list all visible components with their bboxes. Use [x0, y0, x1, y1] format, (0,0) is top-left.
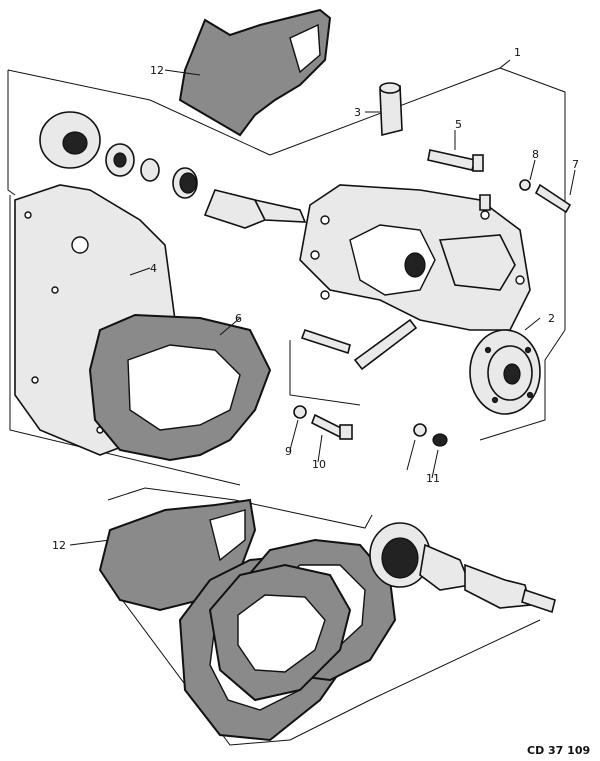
callout-7: 7: [572, 158, 579, 171]
callout-11: 11: [426, 472, 440, 485]
top-gasket-window: [289, 23, 321, 74]
drawing-code: CD 37 109: [527, 744, 590, 757]
callout-10: 10: [312, 458, 326, 471]
callout-8: 8: [532, 148, 539, 161]
callout-6: 6: [235, 312, 242, 325]
callout-5: 5: [455, 118, 462, 131]
callout-2: 2: [548, 312, 555, 325]
callout-4: 4: [150, 262, 157, 275]
callout-3: 3: [354, 106, 361, 119]
middle-gasket-opening: [127, 344, 241, 431]
top-gasket: [178, 8, 332, 137]
lower-gasket-set: [98, 487, 556, 746]
leader-lines: [69, 69, 576, 546]
assembly-frame-lines: [7, 59, 566, 486]
pump-shaft-stack: [39, 111, 307, 229]
callout-9: 9: [285, 445, 292, 458]
callout-12-top: 12: [150, 64, 164, 77]
callout-1: 1: [514, 46, 521, 59]
callout-12-bottom: 12: [52, 539, 66, 552]
